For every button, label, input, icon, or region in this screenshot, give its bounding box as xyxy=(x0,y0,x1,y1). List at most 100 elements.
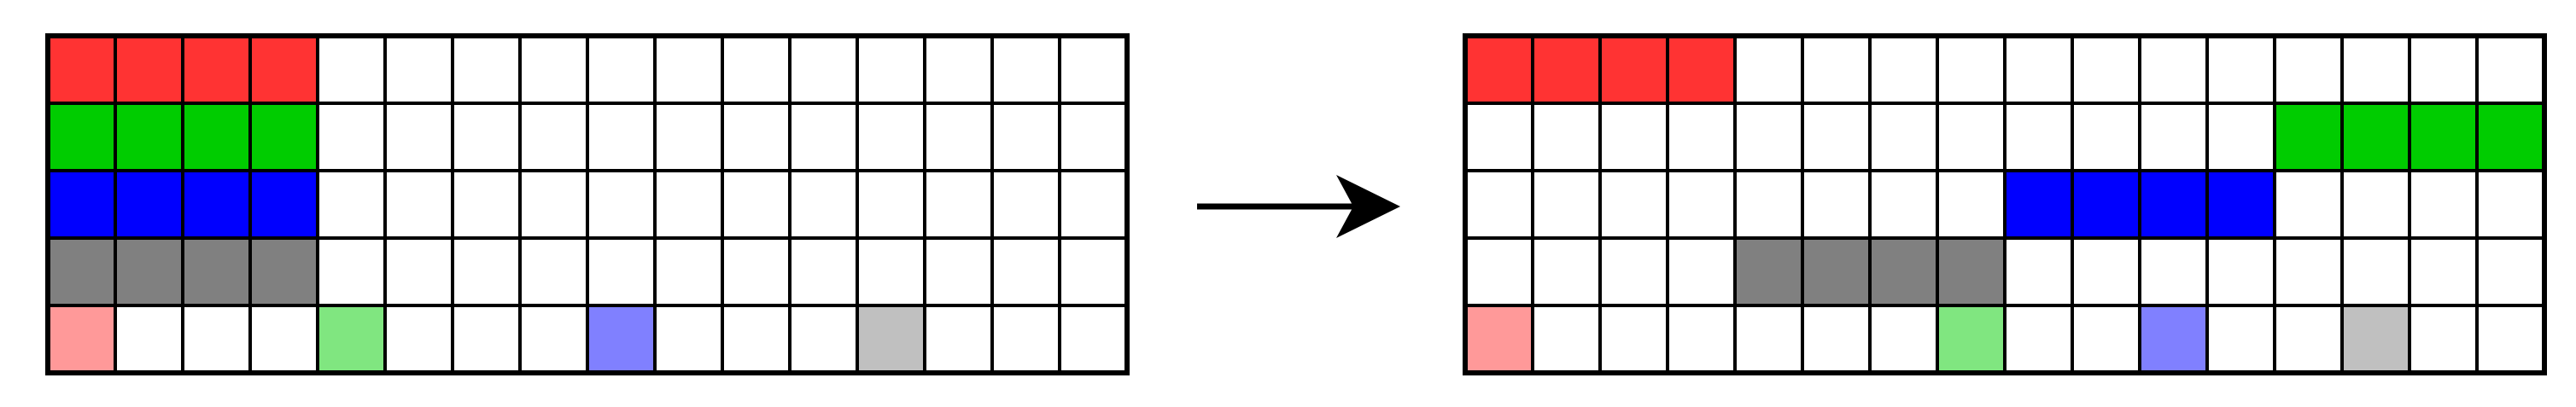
grid-cell xyxy=(990,102,1061,172)
grid-cell xyxy=(383,169,454,240)
grid-cell xyxy=(2205,34,2276,105)
grid-cell xyxy=(923,236,994,307)
grid-cell xyxy=(46,304,117,375)
grid-cell xyxy=(518,236,589,307)
grid-cell xyxy=(1058,236,1129,307)
grid-cell xyxy=(518,34,589,105)
grid-cell xyxy=(586,236,657,307)
grid-cell xyxy=(1463,304,1534,375)
grid-cell xyxy=(2138,34,2209,105)
grid-cell xyxy=(721,304,791,375)
grid-cell xyxy=(2273,304,2344,375)
grid-cell xyxy=(586,169,657,240)
grid-cell xyxy=(1666,169,1737,240)
grid-cell xyxy=(2408,102,2479,172)
grid-cell xyxy=(383,102,454,172)
grid-cell xyxy=(1058,34,1129,105)
grid-cell xyxy=(2340,102,2411,172)
grid-cell xyxy=(316,236,387,307)
grid-cell xyxy=(586,102,657,172)
grid-cell xyxy=(586,34,657,105)
grid-cell xyxy=(1868,169,1939,240)
grid-cell xyxy=(181,34,252,105)
grid-cell xyxy=(1598,34,1669,105)
grid-cell xyxy=(518,169,589,240)
grid-cell xyxy=(1058,102,1129,172)
grid-cell xyxy=(451,34,522,105)
right-arrow-icon xyxy=(1197,175,1400,238)
grid-cell xyxy=(2408,169,2479,240)
grid-cell xyxy=(2408,304,2479,375)
grid-cell xyxy=(1598,102,1669,172)
grid-cell xyxy=(518,304,589,375)
grid-cell xyxy=(2408,236,2479,307)
grid-cell xyxy=(383,304,454,375)
grid-cell xyxy=(383,34,454,105)
grid-cell xyxy=(788,102,859,172)
grid-cell xyxy=(990,304,1061,375)
grid-cell xyxy=(2071,169,2141,240)
output-grid xyxy=(1463,33,2547,375)
grid-cell xyxy=(316,102,387,172)
grid-cell xyxy=(653,102,724,172)
grid-cell xyxy=(721,169,791,240)
grid-cell xyxy=(788,304,859,375)
grid-cell xyxy=(2273,34,2344,105)
grid-cell xyxy=(990,34,1061,105)
grid-cell xyxy=(1936,34,2006,105)
grid-cell xyxy=(856,102,926,172)
grid-cell xyxy=(1733,102,1804,172)
grid-cell xyxy=(2205,169,2276,240)
grid-cell xyxy=(1801,169,1872,240)
grid-cell xyxy=(248,34,319,105)
grid-cell xyxy=(451,236,522,307)
grid-cell xyxy=(248,236,319,307)
grid-cell xyxy=(2273,169,2344,240)
grid-cell xyxy=(316,34,387,105)
grid-cell xyxy=(451,102,522,172)
grid-cell xyxy=(2475,34,2546,105)
grid-cell xyxy=(2138,304,2209,375)
grid-cell xyxy=(1598,169,1669,240)
grid-cell xyxy=(1463,102,1534,172)
grid-cell xyxy=(586,304,657,375)
grid-cell xyxy=(2475,102,2546,172)
grid-cell xyxy=(1801,102,1872,172)
grid-cell xyxy=(2003,304,2074,375)
grid-cell xyxy=(923,34,994,105)
grid-cell xyxy=(856,236,926,307)
grid-cell xyxy=(114,34,184,105)
grid-cell xyxy=(46,102,117,172)
grid-cell xyxy=(248,169,319,240)
grid-cell xyxy=(1733,169,1804,240)
grid-cell xyxy=(923,102,994,172)
grid-cell xyxy=(1531,34,1602,105)
grid-cell xyxy=(2003,169,2074,240)
grid-cell xyxy=(181,304,252,375)
grid-cell xyxy=(2273,236,2344,307)
grid-cell xyxy=(788,34,859,105)
grid-cell xyxy=(1598,236,1669,307)
grid-cell xyxy=(923,169,994,240)
grid-cell xyxy=(1868,236,1939,307)
grid-cell xyxy=(2475,304,2546,375)
grid-cell xyxy=(2071,34,2141,105)
grid-cell xyxy=(856,304,926,375)
input-grid xyxy=(45,33,1130,375)
grid-cell xyxy=(1666,102,1737,172)
grid-cell xyxy=(1936,169,2006,240)
grid-cell xyxy=(2138,102,2209,172)
grid-cell xyxy=(990,236,1061,307)
grid-cell xyxy=(181,169,252,240)
grid-cell xyxy=(2340,169,2411,240)
grid-cell xyxy=(923,304,994,375)
grid-cell xyxy=(788,169,859,240)
grid-cell xyxy=(46,236,117,307)
grid-cell xyxy=(181,236,252,307)
grid-cell xyxy=(1666,304,1737,375)
grid-cell xyxy=(451,304,522,375)
grid-cell xyxy=(856,169,926,240)
grid-cell xyxy=(1666,34,1737,105)
grid-cell xyxy=(2071,236,2141,307)
grid-cell xyxy=(2205,304,2276,375)
